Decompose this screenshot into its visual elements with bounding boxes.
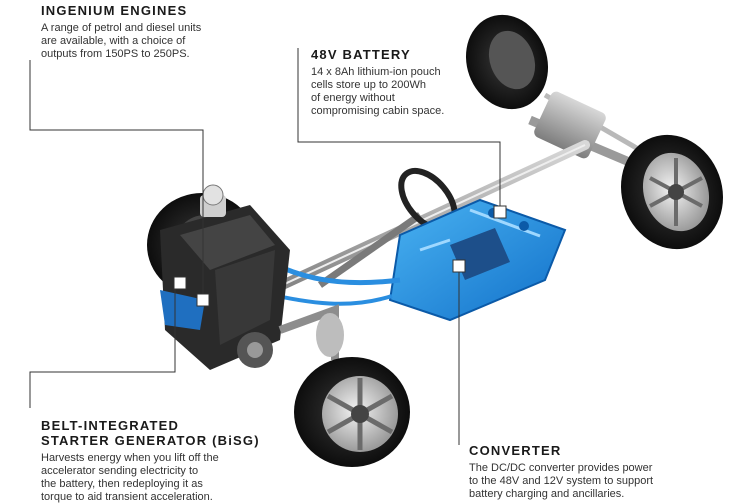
rear-right-wheel xyxy=(620,134,724,250)
bisg-title: BELT-INTEGRATED STARTER GENERATOR (BiSG) xyxy=(41,418,260,448)
rear-left-wheel xyxy=(465,14,549,110)
engines-title: INGENIUM ENGINES xyxy=(41,3,188,18)
battery-callout: 48V BATTERY 14 x 8Ah lithium-ion pouch c… xyxy=(311,47,511,118)
front-right-wheel xyxy=(294,357,410,467)
engine-block xyxy=(160,184,290,370)
battery-description: 14 x 8Ah lithium-ion pouch cells store u… xyxy=(311,66,445,117)
converter-marker xyxy=(452,259,466,273)
battery-title: 48V BATTERY xyxy=(311,47,411,62)
converter-description: The DC/DC converter provides power to th… xyxy=(469,462,654,500)
engines-callout: INGENIUM ENGINES A range of petrol and d… xyxy=(41,3,251,61)
bisg-leader-line xyxy=(29,289,176,408)
battery-leader-line xyxy=(297,48,501,212)
bisg-description: Harvests energy when you lift off the ac… xyxy=(41,452,219,503)
bisg-callout: BELT-INTEGRATED STARTER GENERATOR (BiSG)… xyxy=(41,418,281,504)
engines-marker xyxy=(196,293,210,307)
engines-leader-line xyxy=(29,60,204,300)
converter-title: CONVERTER xyxy=(469,443,562,458)
converter-callout: CONVERTER The DC/DC converter provides p… xyxy=(469,443,739,501)
engines-description: A range of petrol and diesel units are a… xyxy=(41,22,202,60)
battery-marker xyxy=(493,205,507,219)
